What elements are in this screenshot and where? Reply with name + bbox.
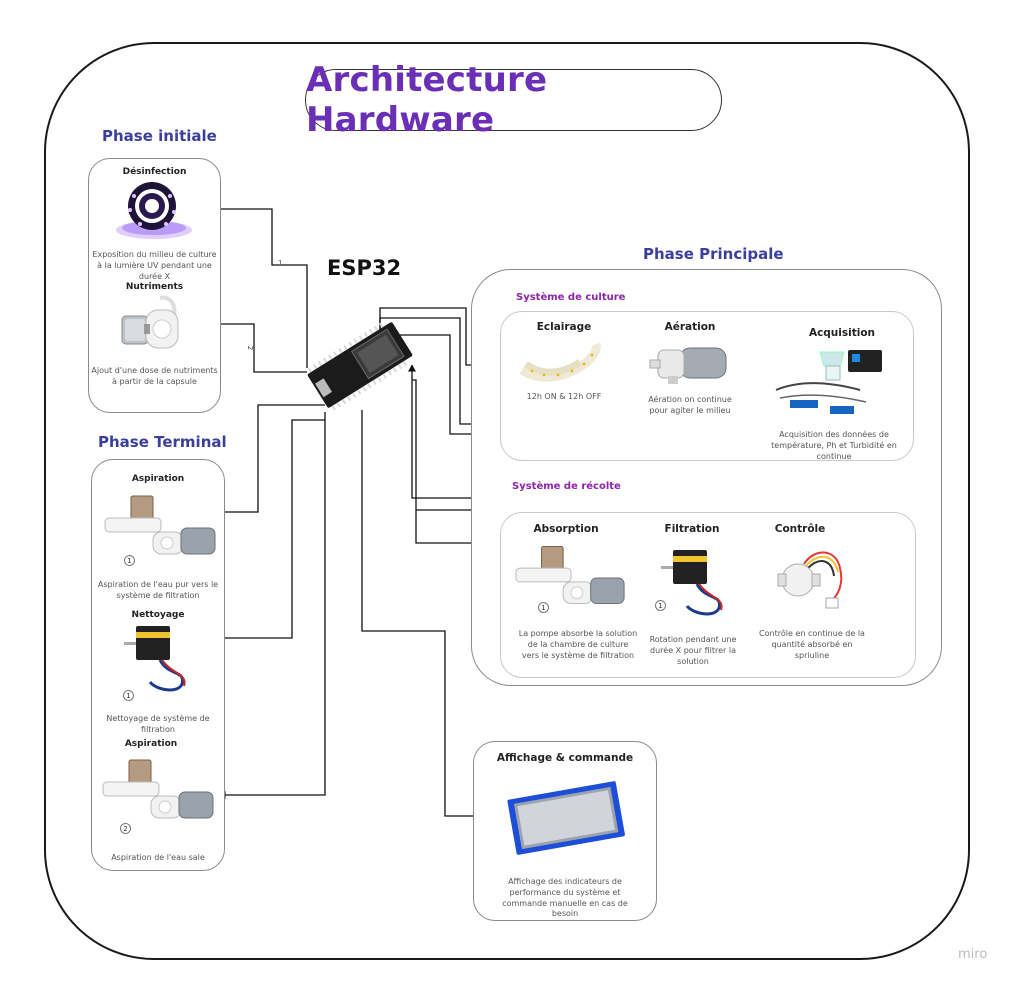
- link-number-1: 1: [278, 259, 283, 267]
- filtration-title: Filtration: [664, 523, 720, 535]
- step-number: 2: [120, 823, 131, 834]
- affichage-desc: Affichage des indicateurs de performance…: [502, 877, 628, 919]
- absorption-title: Absorption: [533, 523, 599, 535]
- step-number: 1: [538, 602, 549, 613]
- air-pump-icon: [649, 347, 727, 384]
- phase-principale-label: Phase Principale: [643, 245, 784, 263]
- esp32-board-icon: [307, 322, 413, 410]
- architecture-frame: [44, 42, 970, 960]
- filtration-desc: Rotation pendant une durée X pour filtre…: [649, 635, 737, 666]
- tft-display-icon: [507, 781, 625, 855]
- desinfection-desc: Exposition du milieu de culture à la lum…: [92, 250, 217, 281]
- aspiration-1-title: Aspiration: [131, 474, 185, 484]
- step-number: 1: [124, 555, 135, 566]
- phase-terminal-label: Phase Terminal: [98, 433, 227, 451]
- eclairage-desc: 12h ON & 12h OFF: [526, 392, 602, 401]
- systeme-recolte-card: [500, 512, 916, 678]
- valve-pump-icon: [515, 546, 625, 605]
- aeration-desc: Aération on continue pour agiter le mili…: [648, 395, 732, 415]
- aeration-title: Aération: [664, 321, 716, 333]
- stepper-motor-icon: [661, 550, 723, 616]
- desinfection-title: Désinfection: [122, 167, 187, 177]
- flow-sensor-icon: [777, 551, 843, 609]
- led-strip-icon: [519, 342, 601, 382]
- miro-watermark: miro: [958, 947, 988, 962]
- aspiration-2-title: Aspiration: [124, 739, 178, 749]
- step-number: 1: [655, 600, 666, 611]
- phase-principale-card: [471, 269, 942, 686]
- uv-led-strip-icon: [116, 182, 192, 239]
- phase-initiale-label: Phase initiale: [102, 127, 217, 145]
- valve-pump-icon: [104, 495, 216, 555]
- affichage-title: Affichage & commande: [496, 752, 634, 764]
- valve-pump-icon: [102, 759, 214, 819]
- acquisition-title: Acquisition: [808, 327, 876, 339]
- systeme-culture-card: [500, 311, 914, 461]
- systeme-recolte-label: Système de récolte: [512, 481, 621, 492]
- acquisition-desc: Acquisition des données de température, …: [771, 430, 897, 461]
- controle-desc: Contrôle en continue de la quantité abso…: [759, 629, 865, 660]
- nutriments-title: Nutriments: [125, 282, 184, 292]
- absorption-desc: La pompe absorbe la solution de la chamb…: [518, 629, 638, 660]
- esp32-label: ESP32: [327, 256, 402, 280]
- link-number-2: 2: [246, 345, 255, 351]
- aspiration-1-desc: Aspiration de l'eau pur vers le système …: [97, 580, 219, 600]
- aspiration-2-desc: Aspiration de l'eau sale: [111, 853, 205, 862]
- eclairage-title: Eclairage: [536, 321, 592, 333]
- step-number: 1: [123, 690, 134, 701]
- title-pill: Architecture Hardware: [305, 60, 722, 140]
- controle-title: Contrôle: [774, 523, 826, 535]
- nutriments-desc: Ajout d'une dose de nutriments à partir …: [91, 366, 218, 386]
- stepper-motor-icon: [124, 626, 186, 692]
- sensors-icon: [775, 350, 882, 414]
- systeme-culture-label: Système de culture: [516, 292, 626, 303]
- page-title: Architecture Hardware: [306, 60, 548, 140]
- peristaltic-pump-icon: [121, 295, 179, 349]
- nettoyage-desc: Nettoyage de système de filtration: [106, 714, 210, 734]
- nettoyage-title: Nettoyage: [131, 610, 185, 620]
